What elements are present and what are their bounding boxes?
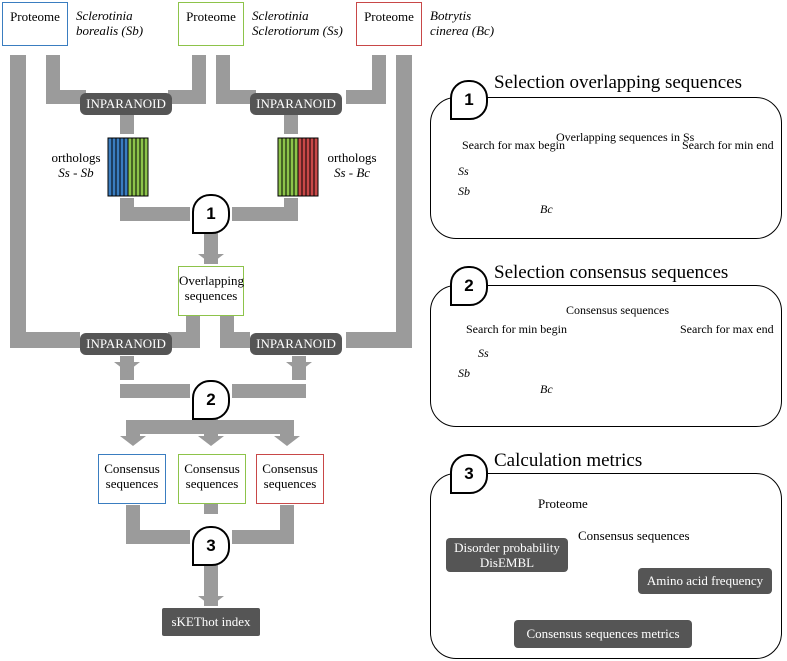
panel-1-marker: 1	[450, 80, 488, 120]
consensus-metrics-box: Consensus sequences metrics	[514, 620, 692, 648]
panel-2-title: Selection consensus sequences	[494, 262, 729, 283]
amino-acid-frequency-box: Amino acid frequency	[638, 568, 772, 594]
panel-2-subtitle: Consensus sequences	[566, 303, 669, 317]
proteome-sb-label: Proteome	[10, 9, 60, 24]
panel-1-search-right: Search for min end	[682, 138, 774, 152]
step-1-marker: 1	[192, 194, 230, 234]
panel-1-sb-label: Sb	[458, 184, 470, 198]
panel-2-marker: 2	[450, 266, 488, 306]
panel-2-ss-label: Ss	[478, 346, 489, 360]
panel-1-title: Selection overlapping sequences	[494, 72, 742, 93]
panel-1-subtitle: Overlapping sequences in Ss	[556, 130, 695, 144]
inparanoid-top-left: INPARANOID	[80, 93, 172, 115]
inparanoid-middle-left: INPARANOID	[80, 333, 172, 355]
inparanoid-top-right: INPARANOID	[250, 93, 342, 115]
panel-3-consensus-label: Consensus sequences	[578, 528, 690, 543]
proteome-sb-box: Proteome	[2, 2, 68, 46]
proteome-bc-label: Proteome	[364, 9, 414, 24]
panel-3-marker: 3	[450, 454, 488, 494]
panel-1	[430, 97, 782, 239]
panel-1-bc-label: Bc	[540, 202, 553, 216]
orthologs-left-box	[107, 137, 149, 197]
panel-1-search-left: Search for max begin	[462, 138, 565, 152]
step-3-marker: 3	[192, 526, 230, 566]
panel-2-sb-label: Sb	[458, 366, 470, 380]
inparanoid-middle-right: INPARANOID	[250, 333, 342, 355]
panel-2-bc-label: Bc	[540, 382, 553, 396]
skethot-index-box: sKEThot index	[162, 608, 260, 636]
flow-arrows	[10, 55, 412, 606]
step-2-marker: 2	[192, 380, 230, 420]
proteome-ss-label: Proteome	[186, 9, 236, 24]
panel-2-search-left: Search for min begin	[466, 322, 567, 336]
panel-3-proteome-label: Proteome	[538, 496, 588, 511]
panel-3-title: Calculation metrics	[494, 450, 643, 471]
proteome-ss-box: Proteome	[178, 2, 244, 46]
panel-2-search-right: Search for max end	[680, 322, 774, 336]
orthologs-right-box	[277, 137, 319, 197]
panel-1-ss-label: Ss	[458, 164, 469, 178]
proteome-bc-box: Proteome	[356, 2, 422, 46]
panel-2	[430, 285, 782, 427]
